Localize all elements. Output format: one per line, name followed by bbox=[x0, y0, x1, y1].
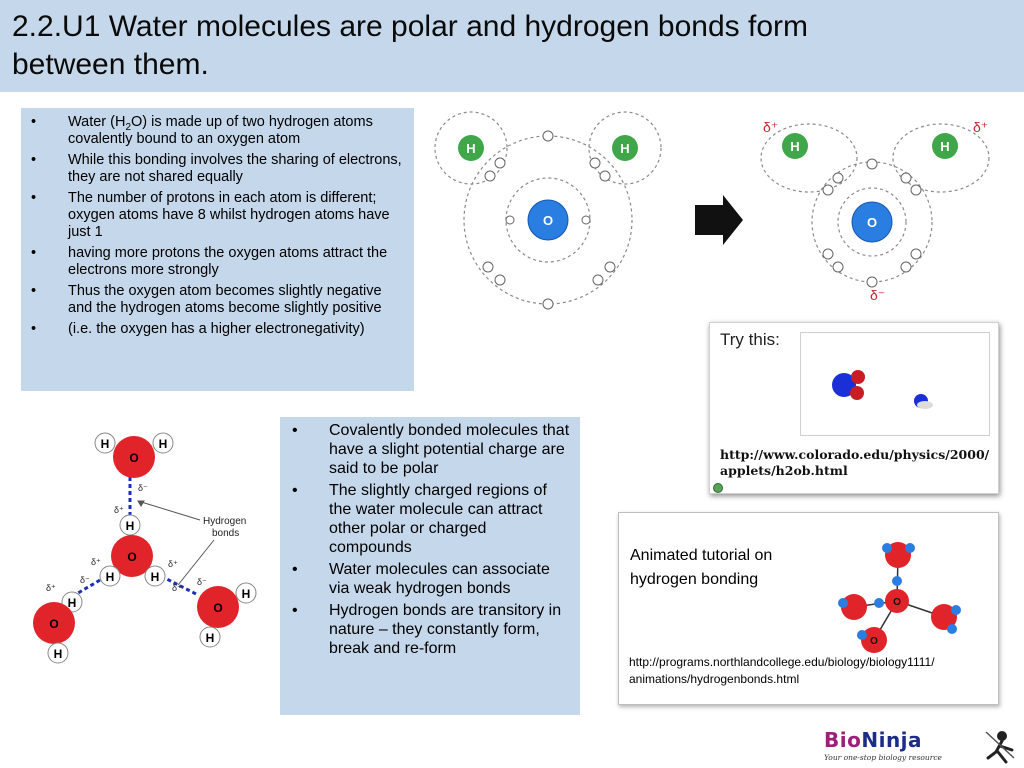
partial-negative-label: δ⁻ bbox=[138, 483, 148, 493]
bullet-text-suffix: O) is made up of two hydrogen atoms cova… bbox=[68, 114, 373, 147]
hydrogen-label: H bbox=[159, 437, 168, 451]
hydrogen-label: H bbox=[54, 647, 63, 661]
hydrogen-atom: H bbox=[782, 133, 808, 159]
bullet-item: Thus the oxygen atom becomes slightly ne… bbox=[21, 283, 406, 317]
hydrogen-bonding-text-box: Covalently bonded molecules that have a … bbox=[280, 417, 580, 715]
water-molecule: H O H H bbox=[99, 514, 166, 587]
bullet-item: Water (H2O) is made up of two hydrogen a… bbox=[21, 114, 406, 148]
oxygen-label: O bbox=[867, 215, 877, 230]
bullet-text-prefix: Water (H bbox=[68, 114, 126, 130]
molecule-preview-icon bbox=[832, 370, 933, 409]
hydrogen-bonding-bullet-list: Covalently bonded molecules that have a … bbox=[280, 421, 572, 658]
logo-tagline: Your one-stop biology resource bbox=[824, 753, 942, 762]
applet-url-line-2: applets/h2ob.html bbox=[720, 463, 848, 478]
slide-title-line-2: between them. bbox=[12, 48, 209, 81]
hydrogen-label: H bbox=[242, 587, 251, 601]
tutorial-url-line-2: animations/hydrogenbonds.html bbox=[629, 672, 800, 686]
hydrogen-atom: H bbox=[612, 135, 638, 161]
oxygen-label: O bbox=[213, 601, 222, 615]
hydrogen-label: H bbox=[466, 141, 475, 156]
logo-wordmark-ninja: Ninja bbox=[861, 728, 923, 752]
pointer-lines bbox=[137, 500, 215, 586]
logo-wordmark-bio: Bio bbox=[824, 728, 862, 752]
bullet-item: The slightly charged regions of the wate… bbox=[280, 481, 572, 557]
partial-positive-label: δ⁺ bbox=[168, 559, 178, 569]
oxygen-label: O bbox=[870, 636, 878, 647]
electron-dots-left bbox=[482, 130, 616, 310]
hydrogen-bond-diagram: H H O H O H H H O H O H H δ⁻ δ⁺ δ⁺ δ⁺ δ⁻… bbox=[33, 432, 257, 664]
tutorial-url[interactable]: http://programs.northlandcollege.edu/bio… bbox=[629, 654, 935, 688]
title-bar: 2.2.U1 Water molecules are polar and hyd… bbox=[0, 0, 1024, 92]
hydrogen-label: H bbox=[126, 519, 135, 533]
bullet-item: having more protons the oxygen atoms att… bbox=[21, 245, 406, 279]
partial-positive-label: δ⁺ bbox=[973, 119, 988, 135]
hydrogen-label: H bbox=[68, 596, 77, 610]
hydrogen-label: H bbox=[206, 631, 215, 645]
tutorial-url-line-1: http://programs.northlandcollege.edu/bio… bbox=[629, 655, 935, 669]
oxygen-label: O bbox=[127, 550, 136, 564]
oxygen-label: O bbox=[49, 617, 58, 631]
bullet-item: Hydrogen bonds are transitory in nature … bbox=[280, 601, 572, 658]
partial-positive-label: δ⁺ bbox=[172, 583, 182, 593]
electron-sharing-diagram: O H H O H H δ⁺ δ bbox=[434, 111, 990, 310]
slide-title-line-1: 2.2.U1 Water molecules are polar and hyd… bbox=[12, 10, 808, 43]
partial-negative-label: δ⁻ bbox=[80, 575, 90, 585]
oxygen-label: O bbox=[129, 451, 138, 465]
hydrogen-label: H bbox=[620, 141, 629, 156]
partial-positive-label: δ⁺ bbox=[91, 557, 101, 567]
applet-preview[interactable] bbox=[800, 332, 990, 436]
logo-wordmark: BioNinja bbox=[824, 728, 922, 752]
bullet-item: Water molecules can associate via weak h… bbox=[280, 560, 572, 598]
hydrogen-label: H bbox=[151, 570, 160, 584]
hydrogen-label: H bbox=[940, 139, 949, 154]
hydrogen-label: H bbox=[106, 570, 115, 584]
bullet-item: (i.e. the oxygen has a higher electroneg… bbox=[21, 321, 406, 338]
hydrogen-atom: H bbox=[932, 133, 958, 159]
water-molecule: H O H bbox=[33, 591, 83, 664]
try-this-label: Try this: bbox=[720, 330, 780, 349]
applet-url-line-1: http://www.colorado.edu/physics/2000/ bbox=[720, 447, 990, 462]
oxygen-label: O bbox=[893, 597, 901, 608]
hydrogen-label: H bbox=[101, 437, 110, 451]
oxygen-atom: O bbox=[851, 201, 893, 243]
hydrogen-label: H bbox=[790, 139, 799, 154]
partial-negative-label: δ⁻ bbox=[197, 577, 207, 587]
hydrogen-atom: H bbox=[458, 135, 484, 161]
slide-title: 2.2.U1 Water molecules are polar and hyd… bbox=[12, 8, 1012, 84]
partial-negative-label: δ⁻ bbox=[870, 287, 885, 303]
applet-link-card[interactable]: Try this: http://www.colorado.edu/physic… bbox=[709, 322, 999, 494]
polarity-bullet-list: Water (H2O) is made up of two hydrogen a… bbox=[21, 114, 406, 338]
partial-positive-label: δ⁺ bbox=[763, 119, 778, 135]
water-cluster-icon: O O bbox=[838, 542, 961, 653]
bullet-item: Covalently bonded molecules that have a … bbox=[280, 421, 572, 478]
bioninja-logo: BioNinja Your one-stop biology resource bbox=[820, 726, 1020, 768]
tutorial-label: Animated tutorial on hydrogen bonding bbox=[630, 547, 773, 588]
bullet-item: While this bonding involves the sharing … bbox=[21, 152, 406, 186]
partial-positive-label: δ⁺ bbox=[46, 583, 56, 593]
applet-url[interactable]: http://www.colorado.edu/physics/2000/ ap… bbox=[720, 447, 989, 479]
subscript-two: 2 bbox=[125, 121, 132, 133]
water-molecule: O H H bbox=[197, 582, 257, 648]
oxygen-label: O bbox=[543, 213, 553, 228]
hydrogen-bonds-label-line-2: bonds bbox=[212, 528, 239, 539]
partial-positive-label: δ⁺ bbox=[114, 505, 124, 515]
hydrogen-bonds-label-line-1: Hydrogen bbox=[203, 516, 246, 527]
transition-arrow-icon bbox=[695, 195, 743, 245]
tutorial-link-card[interactable]: Animated tutorial on hydrogen bonding O … bbox=[618, 512, 999, 705]
globe-icon bbox=[713, 483, 723, 493]
electron-dots-right bbox=[822, 158, 922, 288]
bullet-item: The number of protons in each atom is di… bbox=[21, 190, 406, 241]
ninja-icon bbox=[985, 731, 1015, 764]
water-molecule: H H O bbox=[94, 432, 174, 478]
polarity-text-box: Water (H2O) is made up of two hydrogen a… bbox=[21, 108, 414, 391]
oxygen-atom: O bbox=[527, 199, 569, 241]
